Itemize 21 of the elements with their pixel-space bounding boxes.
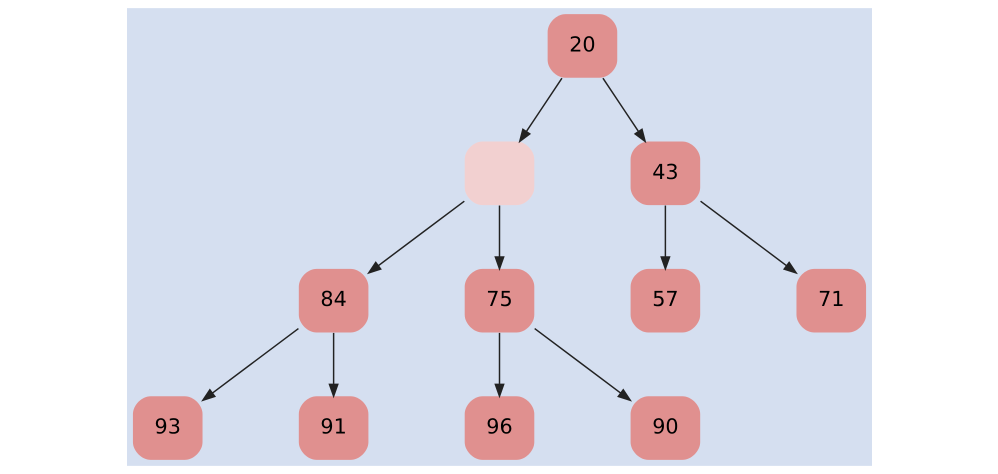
node-box: 57 bbox=[630, 268, 700, 333]
node-box: 71 bbox=[796, 268, 866, 333]
arrow bbox=[700, 200, 798, 274]
arrow bbox=[494, 332, 504, 398]
arrow bbox=[328, 332, 338, 398]
node-box: 96 bbox=[464, 396, 534, 460]
arrow bbox=[366, 200, 464, 274]
arrow bbox=[534, 328, 632, 402]
arrow bbox=[602, 78, 646, 144]
arrow bbox=[660, 206, 670, 272]
arrow bbox=[200, 328, 298, 402]
node-box: 90 bbox=[630, 396, 700, 460]
node-box: 91 bbox=[298, 396, 368, 460]
node-box: 75 bbox=[464, 268, 534, 333]
arrow bbox=[518, 78, 562, 144]
node-box: 43 bbox=[630, 141, 700, 206]
node-box: 84 bbox=[298, 268, 368, 333]
arrow bbox=[494, 206, 504, 272]
node-box: 20 bbox=[547, 14, 617, 78]
node-box bbox=[464, 141, 534, 206]
node-box: 93 bbox=[132, 396, 202, 460]
